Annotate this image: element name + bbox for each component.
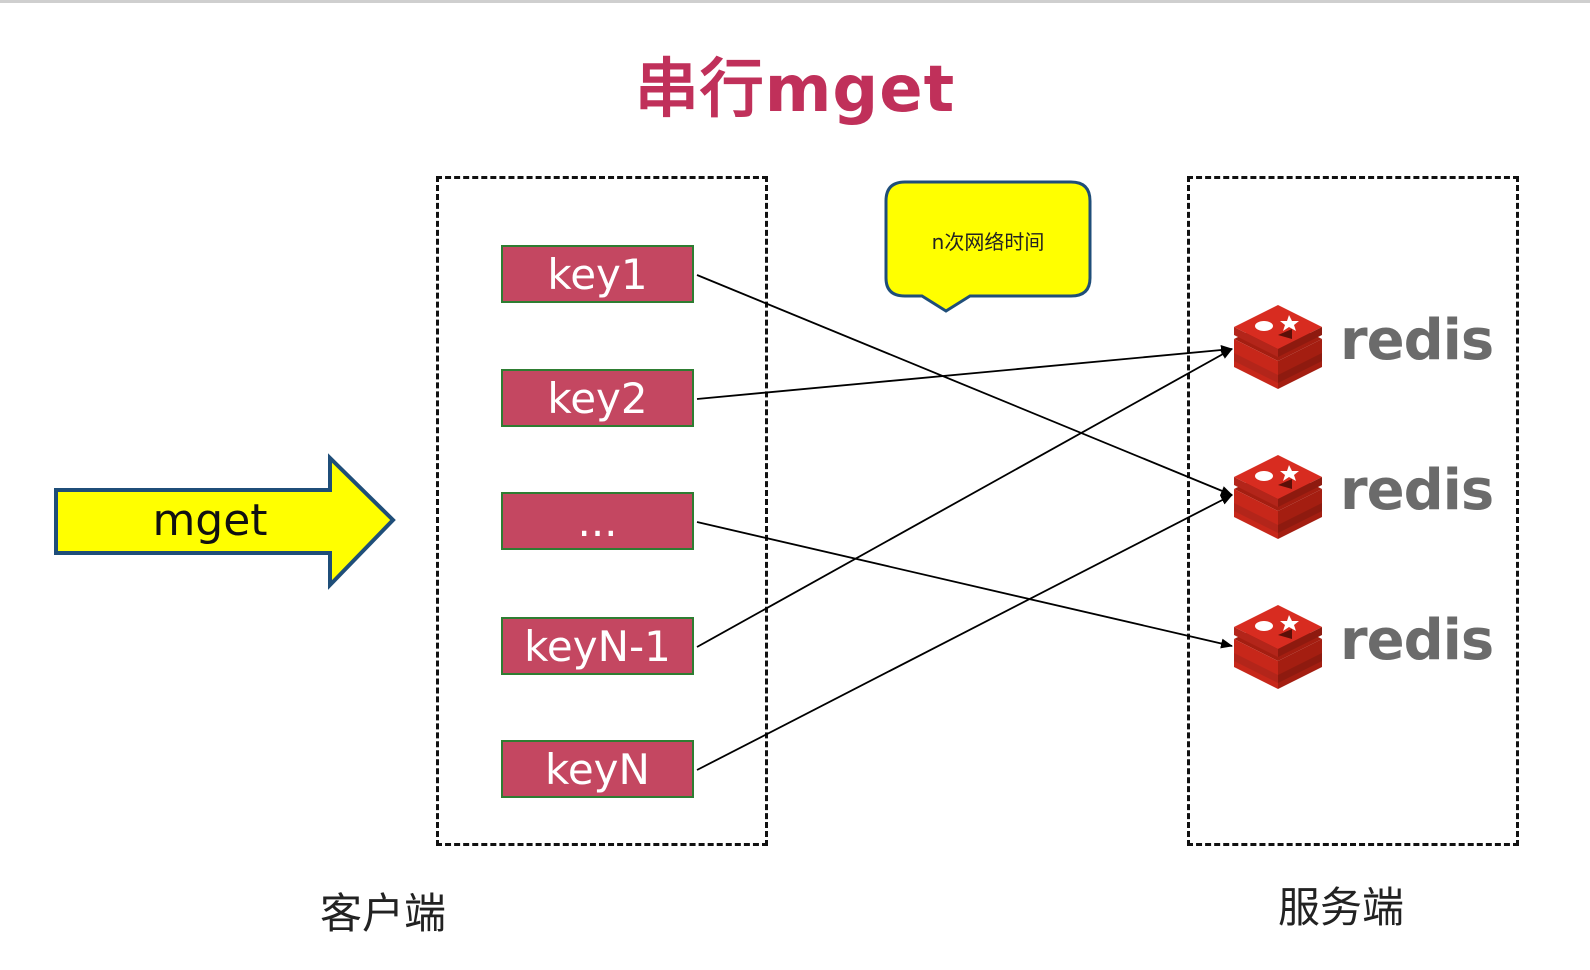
connection-keyN-redis2: [696, 494, 1233, 771]
client-label: 客户端: [320, 889, 447, 938]
connection-ellipsis-redis3: [696, 521, 1233, 649]
redis-label-3: redis: [1340, 608, 1494, 673]
connection-key2-redis1: [696, 345, 1233, 400]
key-box-5: keyN: [501, 740, 694, 798]
top-border-line: [0, 0, 1590, 3]
mget-label: mget: [152, 495, 268, 546]
key-box-2: key2: [501, 369, 694, 427]
connection-key1-redis2: [696, 274, 1233, 496]
connection-keyN-1-redis1: [696, 348, 1233, 648]
redis-label-1: redis: [1340, 308, 1494, 373]
callout-text: n次网络时间: [931, 230, 1045, 254]
key-box-4: keyN-1: [501, 617, 694, 675]
server-label: 服务端: [1278, 883, 1405, 932]
key-box-3: ...: [501, 492, 694, 550]
page-title: 串行mget: [634, 53, 956, 127]
redis-label-2: redis: [1340, 458, 1494, 523]
key-box-1: key1: [501, 245, 694, 303]
